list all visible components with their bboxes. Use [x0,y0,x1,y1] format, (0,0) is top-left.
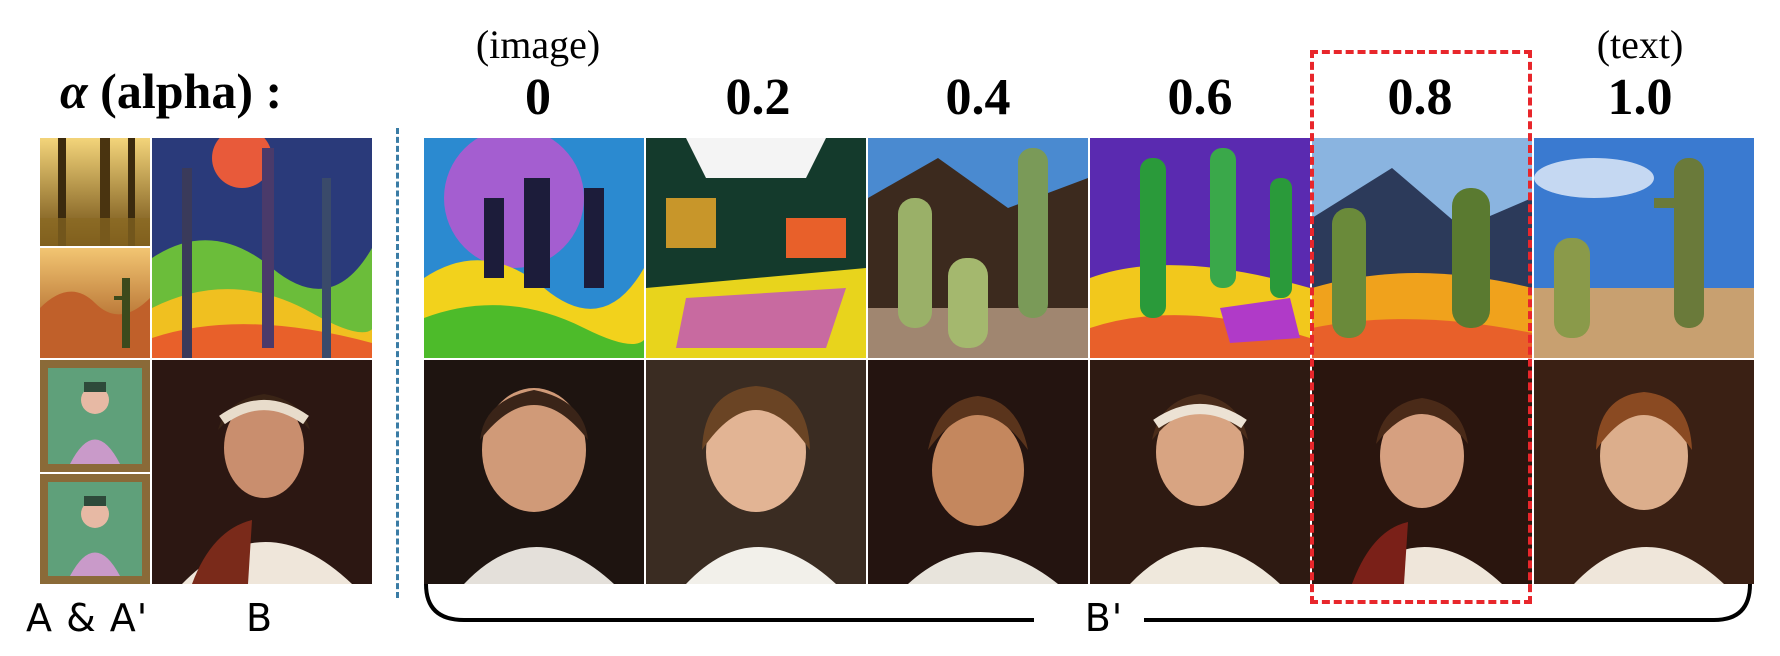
column-header-3: 0.6 [1090,22,1310,128]
output-portrait-alpha-0.6-image [1090,360,1310,584]
output-landscape-alpha-0-image [424,138,644,358]
output-portrait-alpha-0.8-image [1312,360,1532,584]
column-sub-2 [868,22,1088,68]
column-value-1: 0.2 [725,69,791,126]
exemplar-a-forest-image [40,138,150,246]
exemplar-a-prime-portrait-frame-image [40,474,150,584]
column-header-0: (image) 0 [428,22,648,128]
column-sub-0: (image) [475,22,601,67]
output-portrait-alpha-0.2-image [646,360,866,584]
output-portrait-alpha-0.4-image [868,360,1088,584]
column-value-3: 0.6 [1167,69,1233,126]
exemplar-a-portrait-frame-image [40,360,150,472]
alpha-heading: α (alpha) : [60,62,282,120]
output-portrait-alpha-0-image [424,360,644,584]
exemplar-b-classical-portrait-image [152,360,372,584]
label-b-prime: B' [1084,596,1124,640]
alpha-symbol: α [60,63,88,119]
section-divider [396,128,399,598]
output-landscape-alpha-0.8-image [1312,138,1532,358]
output-landscape-alpha-0.4-image [868,138,1088,358]
column-value-5: 1.0 [1607,69,1673,126]
highlight-best-alpha-box [1310,50,1532,604]
column-value-2: 0.4 [945,69,1011,126]
output-landscape-alpha-1.0-image [1534,138,1754,358]
column-value-4: 0.8 [1387,69,1453,126]
output-bracket [424,583,1752,622]
label-a-pair: A & A' [26,596,149,640]
exemplar-b-painted-forest-image [152,138,372,358]
exemplar-a-prime-desert-image [40,248,150,358]
column-header-4: 0.8 [1310,22,1530,128]
output-landscape-alpha-0.2-image [646,138,866,358]
column-sub-1 [648,22,868,68]
label-b: B [246,596,274,640]
column-header-2: 0.4 [868,22,1088,128]
column-sub-3 [1090,22,1310,68]
column-header-5: (text) 1.0 [1530,22,1750,128]
column-header-1: 0.2 [648,22,868,128]
column-sub-5: (text) [1596,22,1684,67]
column-value-0: 0 [525,69,551,126]
alpha-text: (alpha) : [100,63,283,119]
output-portrait-alpha-1.0-image [1534,360,1754,584]
output-landscape-alpha-0.6-image [1090,138,1310,358]
